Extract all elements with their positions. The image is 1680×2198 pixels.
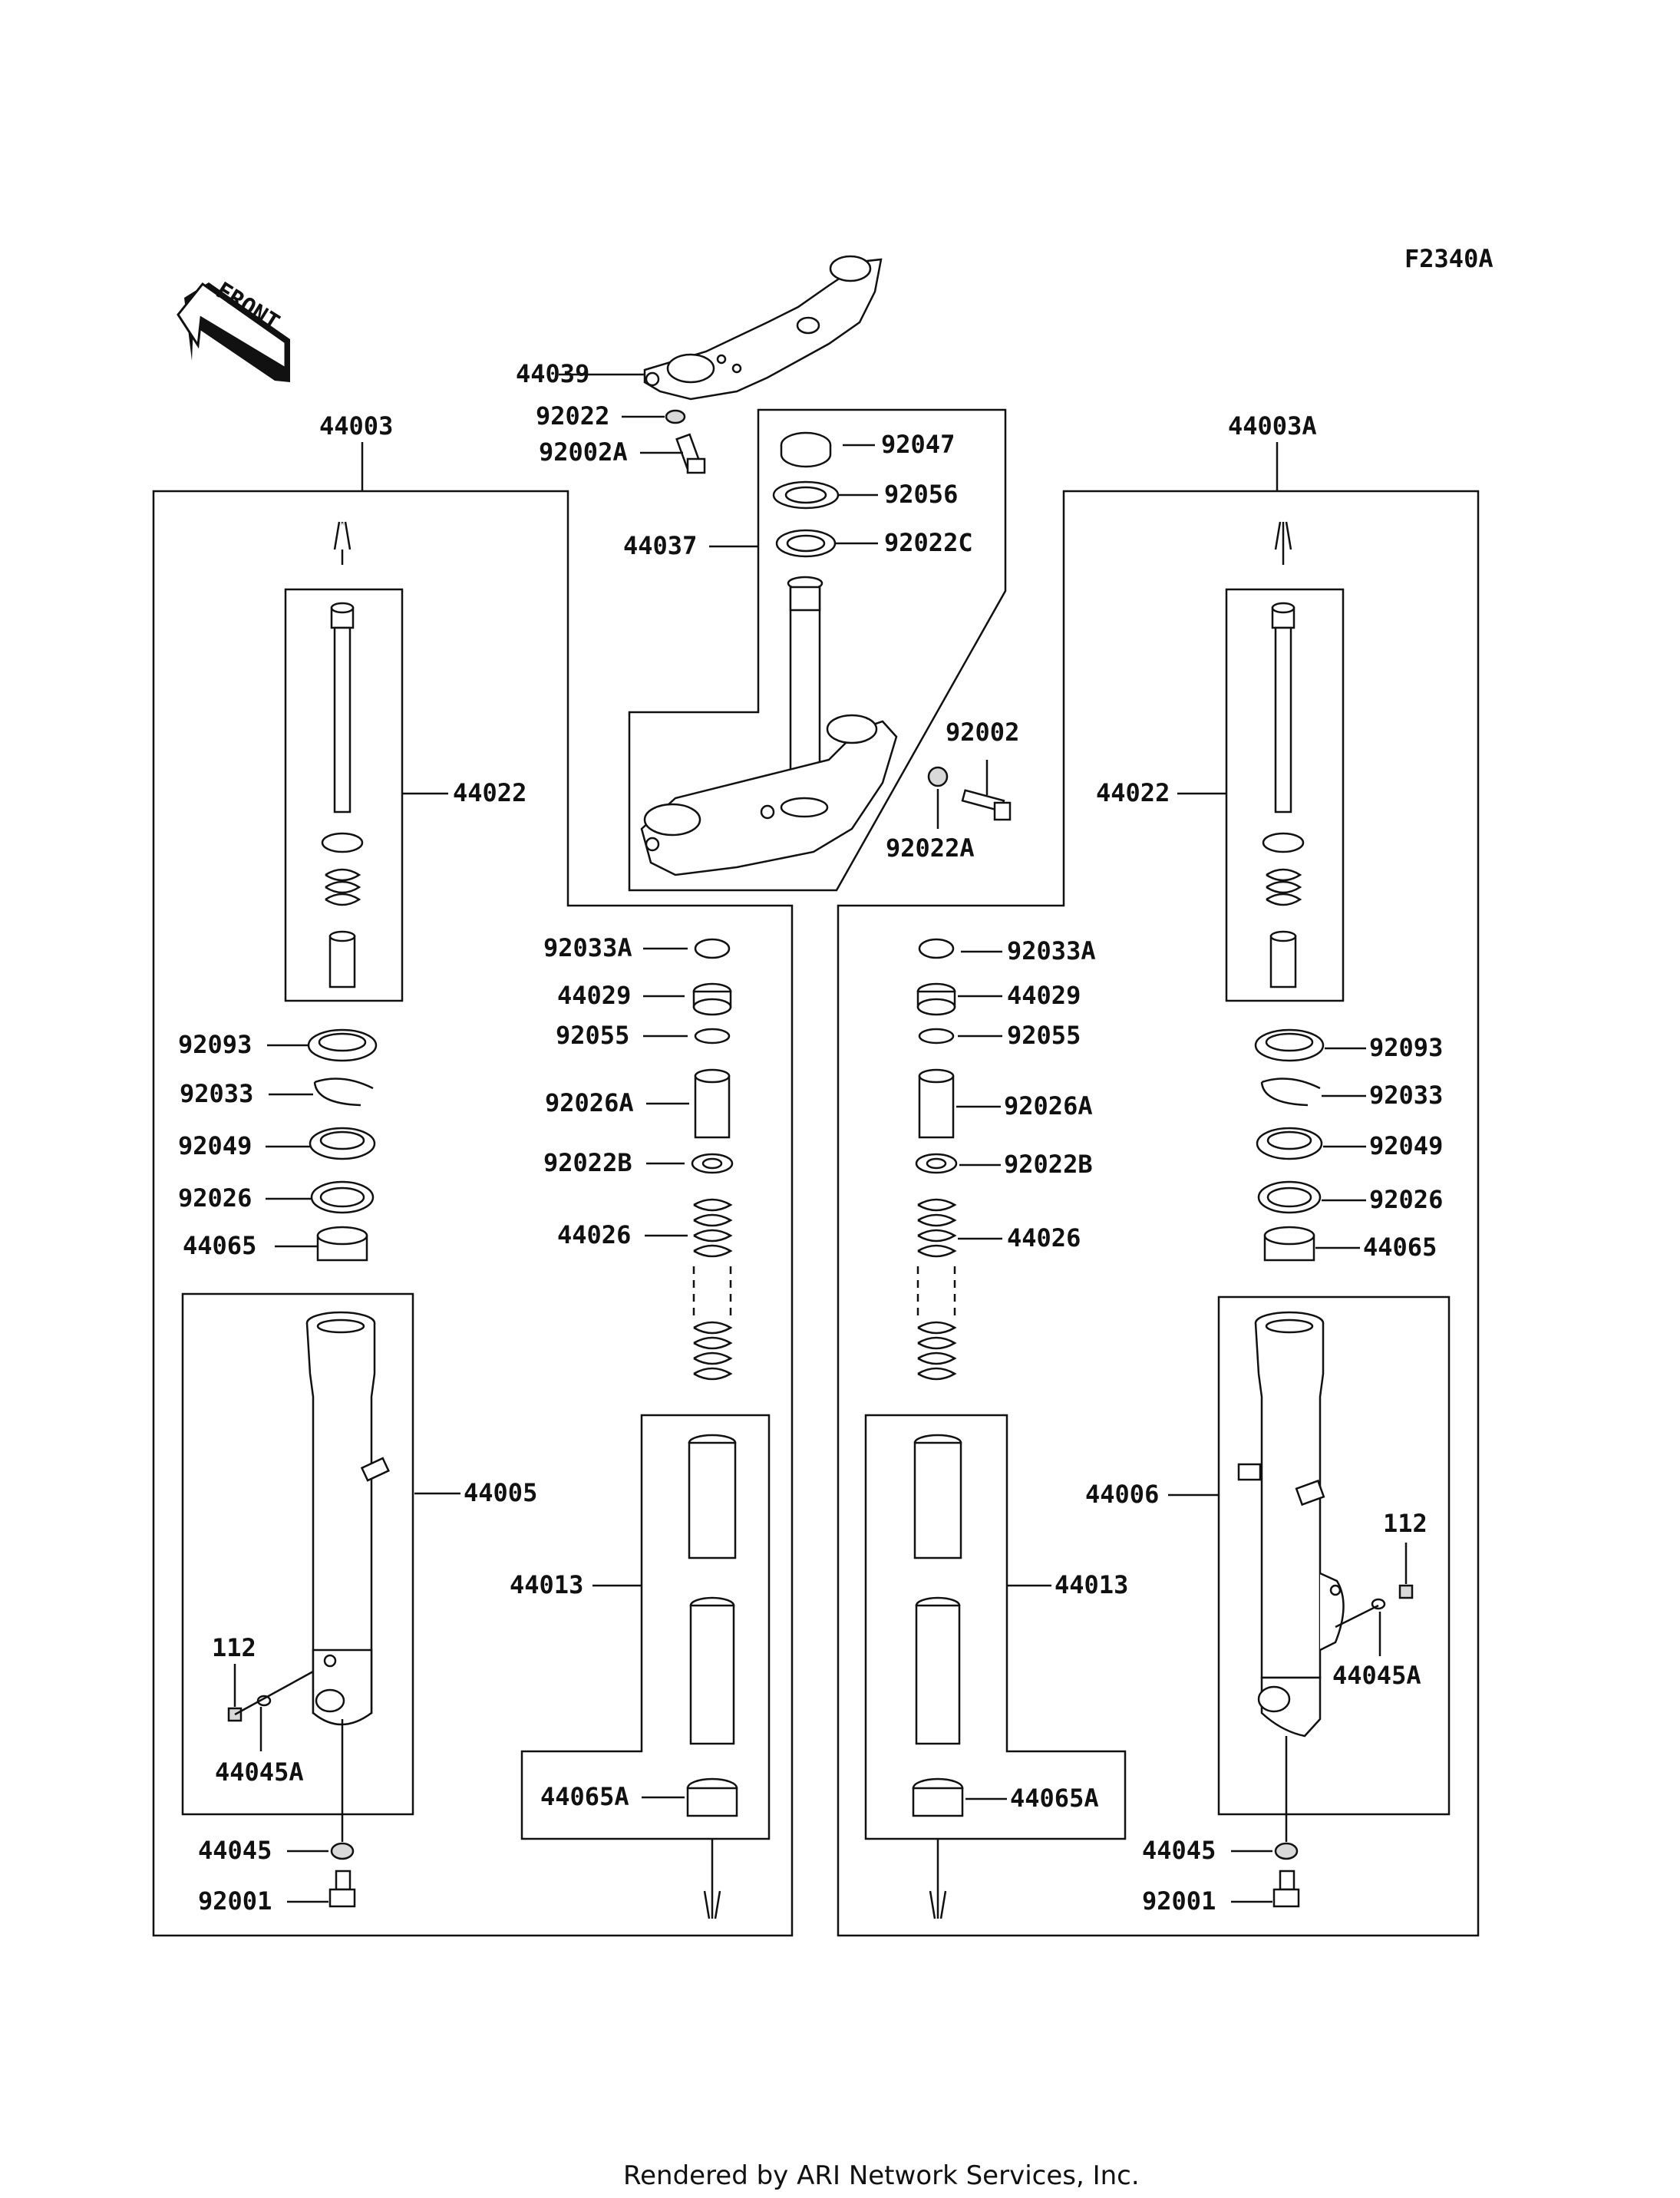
label-44039: 44039: [516, 359, 589, 388]
label-92022C: 92022C: [884, 528, 973, 557]
label-92002A: 92002A: [539, 437, 628, 467]
label-92056: 92056: [884, 480, 958, 509]
right-label-92055: 92055: [1007, 1021, 1081, 1050]
right-label-92026A: 92026A: [1004, 1091, 1093, 1120]
upper-bracket-44039: [643, 255, 883, 401]
left-label-92093: 92093: [178, 1030, 252, 1059]
bolt-92002: [927, 766, 1012, 821]
left-label-44022: 44022: [453, 778, 526, 807]
left-label-92049: 92049: [178, 1131, 252, 1160]
left-damper-rod: [321, 602, 364, 988]
right-seal-stack: [1254, 1028, 1325, 1262]
right-44022-box: [1225, 588, 1345, 1002]
left-44005-box: [181, 1292, 414, 1816]
right-label-92049: 92049: [1369, 1131, 1443, 1160]
right-label-44026: 44026: [1007, 1223, 1081, 1252]
right-spring-stack: [915, 938, 958, 1381]
left-label-44029: 44029: [557, 981, 631, 1010]
left-drain-bolt: [328, 1842, 356, 1908]
right-inner-tube: [912, 1434, 964, 1817]
right-label-92033: 92033: [1369, 1081, 1443, 1110]
left-label-44065: 44065: [183, 1231, 256, 1260]
left-label-92033A: 92033A: [543, 933, 632, 962]
right-label-44065: 44065: [1363, 1233, 1437, 1262]
left-44022-box: [284, 588, 404, 1002]
label-92002: 92002: [946, 718, 1019, 747]
left-inner-tube: [686, 1434, 738, 1817]
left-label-92033: 92033: [180, 1079, 253, 1108]
left-44013-box: [520, 1414, 771, 1840]
right-label-44006: 44006: [1085, 1480, 1159, 1509]
left-bleed-screw: [227, 1670, 314, 1722]
nut-92022: [665, 409, 686, 424]
diagram-code: F2340A: [1404, 244, 1494, 273]
label-92022: 92022: [536, 401, 609, 431]
left-label-44065A: 44065A: [540, 1782, 629, 1811]
right-label-92026: 92026: [1369, 1185, 1443, 1214]
right-outer-tube: [1237, 1311, 1345, 1738]
right-drain-bolt: [1272, 1842, 1300, 1908]
left-seal-stack: [307, 1028, 378, 1262]
right-fork-box: [837, 490, 1480, 1937]
left-label-44026: 44026: [557, 1220, 631, 1249]
left-outer-tube: [305, 1311, 390, 1726]
right-44013-box: [864, 1414, 1127, 1840]
right-label-44029: 44029: [1007, 981, 1081, 1010]
stem-parts: [640, 431, 898, 876]
right-label-44065A: 44065A: [1010, 1784, 1099, 1813]
left-label-44013: 44013: [510, 1570, 583, 1599]
right-label-92001: 92001: [1142, 1886, 1216, 1916]
right-label-92022B: 92022B: [1004, 1150, 1093, 1179]
left-label-92055: 92055: [556, 1021, 629, 1050]
bolt-92002A: [675, 433, 706, 474]
right-label-44003A: 44003A: [1228, 411, 1317, 441]
right-label-44013: 44013: [1055, 1570, 1128, 1599]
label-44037: 44037: [623, 531, 697, 560]
stem-box: [628, 408, 1007, 892]
label-92022A: 92022A: [886, 833, 975, 863]
right-damper-rod: [1262, 602, 1305, 988]
right-44006-box: [1217, 1295, 1451, 1816]
left-label-44045: 44045: [198, 1836, 272, 1865]
right-bleed-screw: [1335, 1584, 1414, 1629]
left-label-44005: 44005: [464, 1478, 537, 1507]
right-label-92093: 92093: [1369, 1033, 1443, 1062]
footer-credit: Rendered by ARI Network Services, Inc.: [623, 2160, 1140, 2191]
right-label-44045A: 44045A: [1332, 1661, 1421, 1690]
right-label-44022: 44022: [1096, 778, 1170, 807]
left-spring-stack: [691, 938, 734, 1381]
right-label-112: 112: [1383, 1509, 1428, 1538]
left-label-92001: 92001: [198, 1886, 272, 1916]
right-label-44045: 44045: [1142, 1836, 1216, 1865]
left-label-44045A: 44045A: [215, 1757, 304, 1787]
left-label-112: 112: [212, 1633, 256, 1662]
left-label-44003: 44003: [319, 411, 393, 441]
left-label-92026A: 92026A: [545, 1088, 634, 1117]
left-fork-box: [152, 490, 794, 1937]
left-label-92022B: 92022B: [543, 1148, 632, 1177]
front-arrow-icon: FRONT: [177, 277, 290, 382]
label-92047: 92047: [881, 430, 955, 459]
left-label-92026: 92026: [178, 1183, 252, 1213]
right-label-92033A: 92033A: [1007, 936, 1096, 965]
